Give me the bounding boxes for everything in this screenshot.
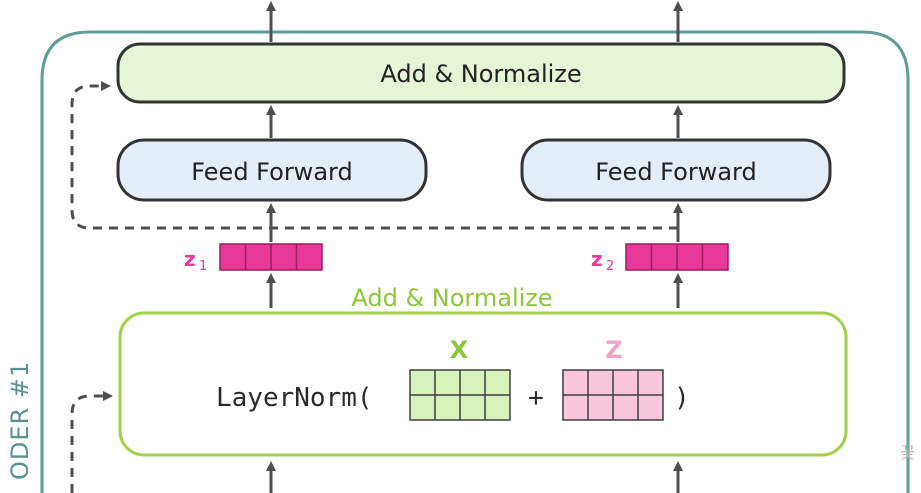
top-add-normalize-box: Add & Normalize (116, 42, 846, 104)
encoder-outline (40, 30, 910, 493)
x-matrix (409, 369, 511, 421)
z2-vector: z 2 (591, 243, 729, 274)
residual-connection-upper (70, 81, 678, 230)
closing-paren: ) (674, 383, 690, 413)
feed-forward-label-1: Feed Forward (191, 158, 352, 186)
corner-watermark: 꽃 (900, 443, 915, 462)
feed-forward-box-2: Feed Forward (520, 138, 832, 202)
z1-vector: z 1 (184, 243, 323, 274)
layernorm-function: LayerNorm( (216, 383, 373, 413)
top-add-normalize-label: Add & Normalize (380, 60, 581, 88)
z-matrix (562, 369, 664, 421)
encoder-side-label: ODER #1 (6, 360, 34, 480)
residual-connection-lower (70, 391, 113, 493)
z1-label: z (184, 247, 196, 271)
z2-label: z (591, 247, 603, 271)
plus-operator: + (528, 383, 544, 413)
x-matrix-label: X (450, 336, 469, 364)
lower-add-normalize-label: Add & Normalize (351, 284, 552, 312)
feed-forward-box-1: Feed Forward (116, 138, 428, 202)
z2-subscript: 2 (606, 259, 614, 274)
feed-forward-label-2: Feed Forward (595, 158, 756, 186)
z1-subscript: 1 (199, 259, 207, 274)
z-matrix-label: Z (605, 336, 622, 364)
